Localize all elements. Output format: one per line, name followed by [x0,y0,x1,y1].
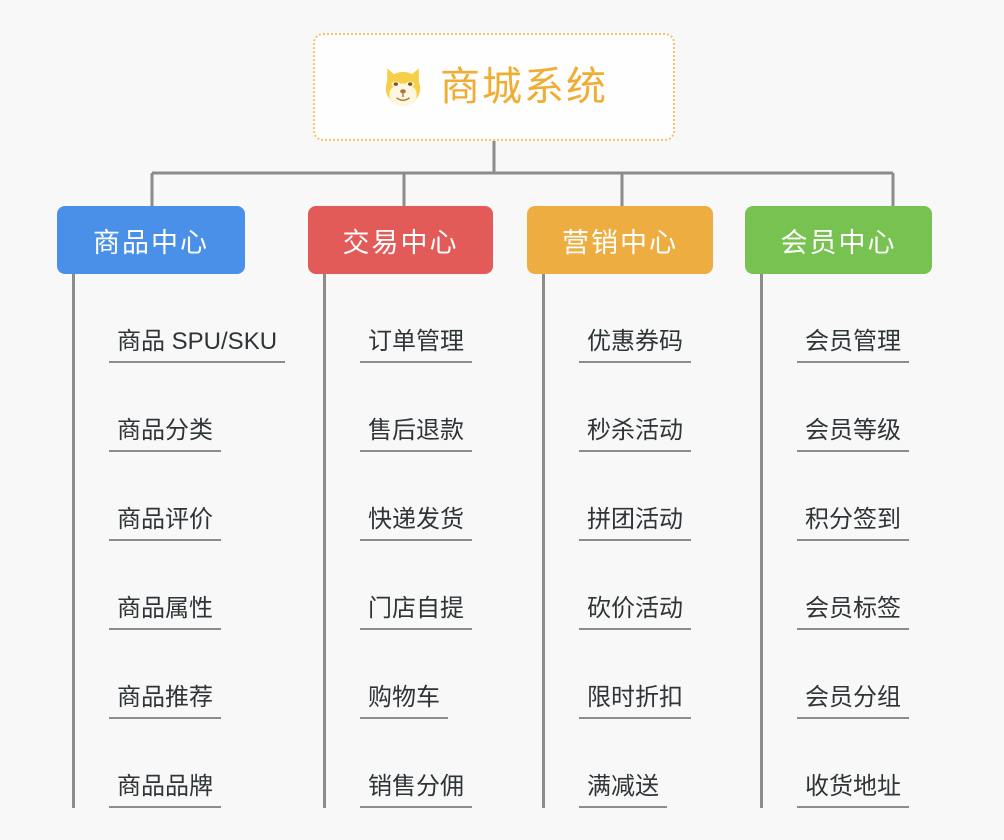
leaf-item[interactable]: 会员管理 [760,274,909,363]
leaf-item[interactable]: 优惠券码 [542,274,691,363]
leaf-item[interactable]: 商品分类 [72,363,285,452]
leaf-item-label: 订单管理 [360,329,472,363]
branch-head-label: 商品中心 [93,227,209,258]
branch-head-1[interactable]: 商品中心 [57,206,245,274]
leaf-item[interactable]: 销售分佣 [323,719,472,808]
leaf-column-3: 优惠券码秒杀活动拼团活动砍价活动限时折扣满减送 [542,274,691,808]
branch-head-2[interactable]: 交易中心 [308,206,493,274]
leaf-item[interactable]: 满减送 [542,719,691,808]
root-title: 商城系统 [440,65,608,109]
leaf-item[interactable]: 售后退款 [323,363,472,452]
leaf-item-label: 拼团活动 [579,507,691,541]
leaf-column-1: 商品 SPU/SKU 商品分类商品评价商品属性商品推荐商品品牌 [72,274,286,808]
leaf-item-label: 销售分佣 [360,774,472,808]
leaf-column-4: 会员管理会员等级积分签到会员标签会员分组收货地址 [760,274,909,808]
leaf-item-label: 满减送 [579,774,667,808]
leaf-item-label: 会员等级 [797,418,909,452]
branch-head-label: 营销中心 [562,227,678,258]
leaf-item[interactable]: 商品推荐 [72,630,285,719]
leaf-item-label: 会员管理 [797,329,909,363]
leaf-item-label: 积分签到 [797,507,909,541]
leaf-item-label: 限时折扣 [579,685,691,719]
shiba-dog-face-icon [380,64,426,110]
leaf-item-label: 商品属性 [109,596,221,630]
leaf-item-label: 商品 SPU/SKU [109,329,286,363]
leaf-item-label: 商品评价 [109,507,221,541]
leaf-item-label: 优惠券码 [579,329,691,363]
leaf-item-label: 售后退款 [360,418,472,452]
leaf-item[interactable]: 商品品牌 [72,719,285,808]
leaf-item-label: 购物车 [360,685,448,719]
leaf-item[interactable]: 快递发货 [323,452,472,541]
leaf-item[interactable]: 会员标签 [760,541,909,630]
leaf-item[interactable]: 门店自提 [323,541,472,630]
leaf-item[interactable]: 限时折扣 [542,630,691,719]
leaf-item[interactable]: 拼团活动 [542,452,691,541]
leaf-item-label: 秒杀活动 [579,418,691,452]
leaf-item[interactable]: 秒杀活动 [542,363,691,452]
leaf-item[interactable]: 收货地址 [760,719,909,808]
leaf-item[interactable]: 商品评价 [72,452,285,541]
leaf-item[interactable]: 购物车 [323,630,472,719]
leaf-item-label: 会员分组 [797,685,909,719]
branch-head-4[interactable]: 会员中心 [745,206,932,274]
leaf-item[interactable]: 商品属性 [72,541,285,630]
root-node[interactable]: 商城系统 [313,33,675,141]
leaf-item-label: 快递发货 [360,507,472,541]
leaf-item-label: 会员标签 [797,596,909,630]
branch-head-label: 交易中心 [342,227,459,258]
leaf-item-label: 收货地址 [797,774,909,808]
branch-head-label: 会员中心 [780,227,897,258]
leaf-item-label: 商品品牌 [109,774,221,808]
leaf-item[interactable]: 会员等级 [760,363,909,452]
leaf-item-label: 砍价活动 [579,596,691,630]
leaf-column-2: 订单管理售后退款快递发货门店自提购物车销售分佣 [323,274,472,808]
leaf-item[interactable]: 会员分组 [760,630,909,719]
leaf-item[interactable]: 积分签到 [760,452,909,541]
leaf-item-label: 商品分类 [109,418,221,452]
leaf-item-label: 商品推荐 [109,685,221,719]
leaf-item[interactable]: 商品 SPU/SKU [72,274,286,363]
leaf-item-label: 门店自提 [360,596,472,630]
branch-head-3[interactable]: 营销中心 [527,206,713,274]
leaf-item[interactable]: 砍价活动 [542,541,691,630]
leaf-item[interactable]: 订单管理 [323,274,472,363]
